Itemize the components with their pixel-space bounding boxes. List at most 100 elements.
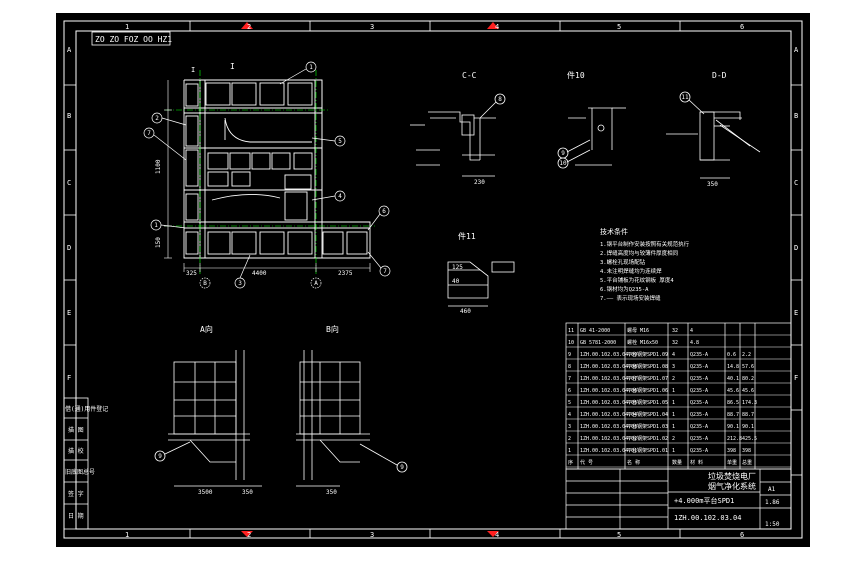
main-center-lines [165,70,375,275]
bom-cell: 1ZH.00.102.03.04.06 [580,388,637,394]
bom-cell: 11 [568,328,574,334]
drawing-name: +4.000m平台SPD1 [674,496,734,505]
bom-cell: 4 [672,352,675,358]
zone-bottom-2: 2 [247,531,251,539]
bom-cell: 45.6 [742,388,754,394]
main-dim-bottom-2: 4400 [252,270,267,277]
dd-view-label: D-D [712,71,727,80]
bom-cell: 86.5 [727,400,739,406]
bom-cell: 螺母 M16 [627,327,649,334]
strip-label-6: 日 期 [68,512,84,520]
dd-section [666,91,761,179]
zone-left-E: E [67,309,71,317]
bom-cell: 平台钢架SPD1.02 [627,435,668,442]
bom-cell: 45.6 [727,388,739,394]
main-dim-bottom-1: 325 [186,270,197,277]
bom-cell: Q235-A [690,376,708,382]
bom-cell: 1ZH.00.102.03.04.09 [580,352,637,358]
bom-header-cell: 数量 [672,459,682,466]
bom-cell: 14.8 [727,364,739,370]
zone-right-B: B [794,112,798,120]
bom-cell: 平台钢架SPD1.01 [627,447,668,454]
bom-cell: Q235-A [690,352,708,358]
tech-notes: 技术条件 1.钢平台制作安装按照有关规范执行 2.焊缝高度均与较薄件厚度相同 3… [600,227,690,302]
drawing-code-box: ZO ZO FOZ OO HZ1 [91,31,172,46]
zone-right-C: C [794,179,798,187]
bom-cell: 1ZH.00.102.03.04.04 [580,412,637,418]
bom-cell: Q235-A [690,436,708,442]
weight: 1.86 [765,499,780,506]
zone-bottom-6: 6 [740,531,744,539]
bom-cell: 1ZH.00.102.03.04.07 [580,376,637,382]
tech-notes-title: 技术条件 [600,227,628,236]
bom-cell: 1ZH.00.102.03.04.05 [580,400,637,406]
bom-cell: 平台钢架SPD1.07 [627,375,668,382]
bom-cell: 6 [568,388,571,394]
main-balloon-6: 6 [382,208,386,215]
bom-cell: 2 [568,436,571,442]
cc-balloon: 8 [498,96,502,103]
dd-balloon: 11 [681,94,689,101]
left-strip [63,397,89,530]
bom-header-cell: 名 称 [627,459,640,466]
main-view-label: I [230,62,235,71]
zone-top-1: 1 [125,23,129,31]
main-balloons [143,61,391,289]
strip-label-4: 旧底图总号 [65,468,95,476]
main-balloon-7a: 7 [147,130,151,137]
tech-note-3: 3.螺栓孔现场配钻 [600,258,646,266]
bom-cell: 0.6 [727,352,736,358]
zone-right-E: E [794,309,798,317]
drawing-code: ZO ZO FOZ OO HZ1 [95,35,172,44]
bom-cell: 398 [742,448,751,454]
main-dim-bottom-3: 2375 [338,270,353,277]
bom-cell: 9 [568,352,571,358]
main-balloon-5: 5 [338,138,342,145]
title-block-text: 垃圾焚烧电厂 烟气净化系统 +4.000m平台SPD1 1ZH.00.102.0… [674,471,780,528]
zone-ticks [64,21,802,538]
bom-cell: 40.1 [727,376,739,382]
zone-right-F: F [794,374,798,382]
tech-note-5: 5.平台铺板为花纹钢板 厚度4 [600,276,674,284]
bom-cell: 4 [568,412,571,418]
bom-cell: 88.7 [727,412,739,418]
bom-cell: 3 [672,364,675,370]
part11-dim-2: 40 [452,278,460,285]
tech-note-6: 6.钢材均为Q235-A [600,285,649,293]
bom-cell: 1ZH.00.102.03.04.03 [580,424,637,430]
bom-cell: 32 [672,328,678,334]
bom-cell: 2 [672,376,675,382]
bom-cell: 平台钢架SPD1.03 [627,423,668,430]
b-view-dims: 9 350 [326,464,404,496]
b-view-label: B向 [326,324,339,334]
b-view-balloon: 9 [400,464,404,471]
main-dim-text: 325 4400 2375 1100 150 [155,159,353,277]
bom-cell: 螺栓 M16x50 [627,339,658,346]
bom-cell: 1 [672,448,675,454]
main-plan-view [183,79,371,259]
bom-cell: 57.6 [742,364,754,370]
zone-left-A: A [67,46,72,54]
bom-cell: 平台钢架SPD1.08 [627,363,668,370]
bom-cell: 5 [568,400,571,406]
bom-cell: 398 [727,448,736,454]
part10-balloon-10: 10 [559,160,567,167]
cc-dim-bottom: 230 [474,179,485,186]
part11-dim-3: 460 [460,308,471,315]
bom-cell: 平台钢架SPD1.06 [627,387,668,394]
bom-cell: 平台钢架SPD1.04 [627,411,668,418]
main-dim-left-1: 1100 [155,159,162,174]
zone-bottom-4: 4 [495,531,499,539]
bom-cell: 1 [672,412,675,418]
bom-cell: 425.5 [742,436,757,442]
tech-note-2: 2.焊缝高度均与较薄件厚度相同 [600,249,679,257]
zone-left-D: D [67,244,71,252]
company-name: 垃圾焚烧电厂 [708,471,756,481]
bom-cell: 2.2 [742,352,751,358]
a-view-dim-2: 350 [242,489,253,496]
zone-right-D: D [794,244,798,252]
zone-top-4: 4 [495,23,499,31]
zone-left-B: B [67,112,71,120]
